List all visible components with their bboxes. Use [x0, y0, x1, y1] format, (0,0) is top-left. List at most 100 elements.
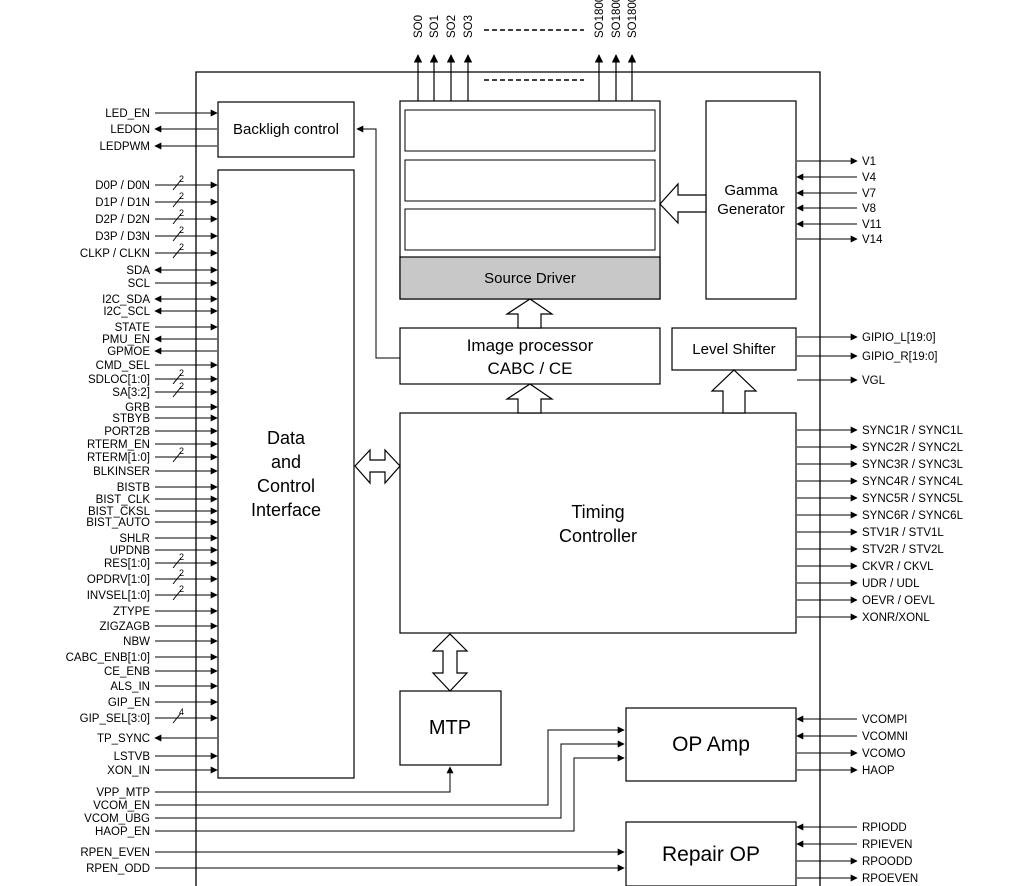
pin-d3p-d3n-bus-slash: [172, 230, 182, 242]
pin-xonr-xonl-label: XONR/XONL: [862, 612, 930, 624]
pin-vgl-label: VGL: [862, 375, 886, 387]
timing-to-image-block-arrow: [504, 383, 554, 414]
pin-sync5r-sync5l-label: SYNC5R / SYNC5L: [862, 493, 964, 505]
pin-stbyb-label: STBYB: [112, 413, 150, 425]
op-amp-label: OP Amp: [672, 733, 750, 756]
pin-bist-clk-label: BIST_CLK: [96, 494, 151, 506]
pin-v14-label: V14: [862, 234, 883, 246]
pin-res-1-0-bus-width: 2: [179, 552, 184, 562]
pin-shlr-label: SHLR: [119, 533, 150, 545]
output-label-1: SO1: [429, 15, 441, 38]
image-to-source-block-arrow: [504, 298, 554, 329]
pin-rterm-en-label: RTERM_EN: [87, 439, 150, 451]
mtp-label: MTP: [429, 717, 471, 739]
pin-vpp-mtp-wire: [155, 766, 454, 793]
image-processor-block: Image processor CABC / CE: [399, 327, 661, 385]
pin-rpen-odd-label: RPEN_ODD: [86, 863, 150, 875]
repair-op-label: Repair OP: [662, 843, 760, 866]
timing-mtp-bidir-block-arrow: [431, 633, 469, 692]
image-processor-label-1: Image processor: [467, 336, 594, 355]
pin-sda-label: SDA: [126, 265, 150, 277]
level-shifter-block: Level Shifter: [671, 327, 797, 371]
pin-lstvb-label: LSTVB: [114, 751, 151, 763]
pin-d0p-d0n-bus-slash: [172, 179, 182, 191]
pin-vpp-mtp-label: VPP_MTP: [96, 787, 150, 799]
pin-d3p-d3n-label: D3P / D3N: [95, 231, 150, 243]
timing-to-level-shifter-block-arrow: [710, 369, 758, 414]
pin-vcom-en-wire: [155, 726, 625, 806]
timing-label-2: Controller: [559, 526, 637, 546]
pin-bist-auto-label: BIST_AUTO: [86, 517, 150, 529]
repair-op-block: Repair OP: [625, 821, 797, 886]
output-label-2: SO2: [446, 15, 458, 38]
pin-bistb-label: BISTB: [117, 482, 151, 494]
pin-rpen-even-label: RPEN_EVEN: [80, 847, 150, 859]
pin-ledpwm-label: LEDPWM: [100, 141, 150, 153]
pin-invsel-1-0-label: INVSEL[1:0]: [87, 590, 150, 602]
pin-grb-label: GRB: [125, 402, 150, 414]
pin-gipio-l-19-0-label: GIPIO_L[19:0]: [862, 332, 936, 344]
timing-label-1: Timing: [571, 502, 624, 522]
bottom-pins: VPP_MTPVCOM_ENVCOM_UBGHAOP_ENRPEN_EVENRP…: [80, 726, 625, 875]
pin-sync4r-sync4l-label: SYNC4R / SYNC4L: [862, 476, 964, 488]
pin-stv1r-stv1l-label: STV1R / STV1L: [862, 527, 944, 539]
pin-rpoeven-label: RPOEVEN: [862, 873, 918, 885]
pin-sdloc-1-0-bus-width: 2: [179, 368, 184, 378]
pin-rpoodd-label: RPOODD: [862, 856, 912, 868]
pin-state-label: STATE: [115, 322, 151, 334]
pin-updnb-label: UPDNB: [110, 545, 151, 557]
pin-xon-in-label: XON_IN: [107, 765, 150, 777]
pin-v7-label: V7: [862, 188, 876, 200]
pin-vcom-ubg-label: VCOM_UBG: [84, 813, 150, 825]
pin-sync2r-sync2l-label: SYNC2R / SYNC2L: [862, 442, 964, 454]
pin-rpieven-label: RPIEVEN: [862, 839, 913, 851]
pin-v4-label: V4: [862, 172, 877, 184]
pin-clkp-clkn-label: CLKP / CLKN: [80, 248, 150, 260]
pin-als-in-label: ALS_IN: [110, 681, 150, 693]
pin-d2p-d2n-bus-slash: [172, 213, 182, 225]
dci-label-4: Interface: [251, 500, 321, 520]
pin-stv2r-stv2l-label: STV2R / STV2L: [862, 544, 944, 556]
pin-port2b-label: PORT2B: [104, 426, 150, 438]
pin-sync3r-sync3l-label: SYNC3R / SYNC3L: [862, 459, 964, 471]
pin-d2p-d2n-bus-width: 2: [179, 208, 184, 218]
pin-bist-cksl-label: BIST_CKSL: [88, 506, 151, 518]
gamma-label-1: Gamma: [724, 182, 778, 199]
pin-d1p-d1n-bus-slash: [172, 196, 182, 208]
pin-v11-label: V11: [862, 219, 882, 231]
op-amp-block: OP Amp: [625, 707, 797, 782]
chip-outline: [195, 71, 821, 886]
pin-tp-sync-label: TP_SYNC: [97, 733, 150, 745]
dci-label-2: and: [271, 452, 301, 472]
right-pins: V1V4V7V8V11V14GIPIO_L[19:0]GIPIO_R[19:0]…: [796, 156, 964, 885]
pin-haop-label: HAOP: [862, 765, 895, 777]
backlight-control-label: Backligh control: [233, 121, 339, 138]
timing-controller-block: Timing Controller: [399, 412, 797, 634]
pin-pmu-en-label: PMU_EN: [102, 334, 150, 346]
pin-sdloc-1-0-label: SDLOC[1:0]: [88, 374, 150, 386]
dci-label-1: Data: [267, 428, 306, 448]
pin-nbw-label: NBW: [123, 636, 150, 648]
pin-cmd-sel-label: CMD_SEL: [96, 360, 151, 372]
pin-sa-3-2-label: SA[3:2]: [112, 387, 150, 399]
pin-led-en-label: LED_EN: [105, 108, 150, 120]
gamma-to-source-block-arrow: [659, 182, 707, 225]
pin-i2c-scl-label: I2C_SCL: [103, 306, 150, 318]
pin-haop-en-wire: [155, 754, 625, 832]
pin-opdrv-1-0-bus-slash: [172, 573, 182, 585]
pin-invsel-1-0-bus-width: 2: [179, 584, 184, 594]
pin-oevr-oevl-label: OEVR / OEVL: [862, 595, 935, 607]
dci-timing-bidir-block-arrow: [354, 448, 401, 485]
pin-rterm-1-0-label: RTERM[1:0]: [87, 452, 150, 464]
pin-vcompi-label: VCOMPI: [862, 714, 907, 726]
level-shifter-label: Level Shifter: [692, 341, 775, 358]
pin-vcom-en-label: VCOM_EN: [93, 800, 150, 812]
source-driver-block: Source Driver: [399, 100, 661, 300]
pin-sdloc-1-0-bus-slash: [172, 373, 182, 385]
pin-zigzagb-label: ZIGZAGB: [100, 621, 151, 633]
pin-d1p-d1n-bus-width: 2: [179, 191, 184, 201]
pin-v1-label: V1: [862, 156, 876, 168]
pin-gip-sel-3-0-bus-slash: [172, 712, 182, 724]
pin-rpiodd-label: RPIODD: [862, 822, 907, 834]
